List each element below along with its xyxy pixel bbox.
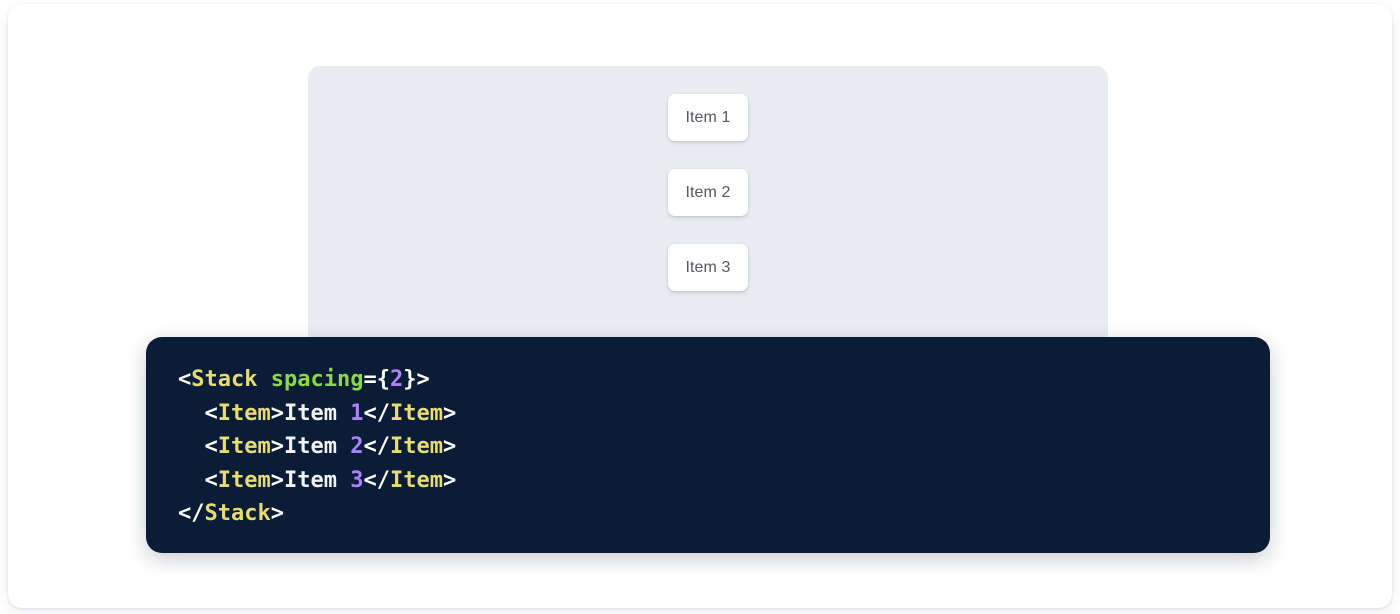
code-token-punct: }: [403, 367, 417, 392]
code-token-tag: Item: [217, 434, 271, 459]
code-token-punct: </: [363, 400, 390, 426]
code-token-num: 2: [389, 367, 404, 392]
code-token-num: 1: [350, 400, 364, 426]
stack-item-label: Item 2: [685, 183, 731, 201]
page-card: Item 1 Item 2 Item 3 <Stack spacing={2}>…: [8, 4, 1392, 608]
code-token-punct: >: [416, 367, 430, 392]
list-item[interactable]: Item 3: [668, 244, 748, 291]
code-token-text: Item: [283, 400, 351, 426]
code-token-punct: </: [363, 467, 390, 493]
code-token-tag: Item: [389, 400, 443, 426]
code-token-punct: </: [178, 501, 205, 526]
code-token-punct: >: [270, 501, 284, 526]
list-item[interactable]: Item 1: [668, 94, 748, 141]
code-token-punct: <: [178, 400, 218, 426]
code-token-punct: <: [178, 434, 218, 459]
code-token-text: Item: [283, 434, 351, 459]
code-token-tag: Item: [389, 434, 443, 459]
stack-preview-panel: Item 1 Item 2 Item 3: [308, 66, 1108, 386]
code-token-punct: >: [442, 434, 457, 459]
code-token-tag: Item: [217, 467, 271, 493]
code-token-punct: {: [376, 367, 390, 392]
code-token-punct: =: [363, 367, 377, 392]
code-token-tag: Stack: [191, 367, 258, 392]
code-token-tag: Item: [389, 467, 443, 493]
code-token-tag: Stack: [204, 501, 271, 526]
code-snippet-text: <Stack spacing={2}> <Item>Item 1</Item> …: [178, 363, 1270, 531]
code-token-punct: >: [270, 400, 284, 426]
code-token-num: 3: [350, 467, 364, 493]
code-token-punct: [257, 367, 270, 392]
code-token-num: 2: [350, 434, 364, 459]
code-token-text: Item: [283, 467, 351, 493]
code-token-punct: </: [363, 434, 390, 459]
stack-container: Item 1 Item 2 Item 3: [308, 94, 1108, 291]
code-token-punct: <: [178, 367, 192, 392]
code-token-punct: <: [178, 467, 218, 493]
code-token-punct: >: [270, 467, 284, 493]
code-token-punct: >: [442, 400, 457, 426]
list-item[interactable]: Item 2: [668, 169, 748, 216]
code-token-punct: >: [270, 434, 284, 459]
code-token-attr: spacing: [270, 367, 364, 392]
code-token-tag: Item: [217, 400, 271, 426]
stack-item-label: Item 3: [685, 258, 731, 276]
stack-item-label: Item 1: [685, 108, 731, 126]
code-token-punct: >: [442, 467, 457, 493]
code-snippet-block[interactable]: <Stack spacing={2}> <Item>Item 1</Item> …: [146, 337, 1270, 553]
